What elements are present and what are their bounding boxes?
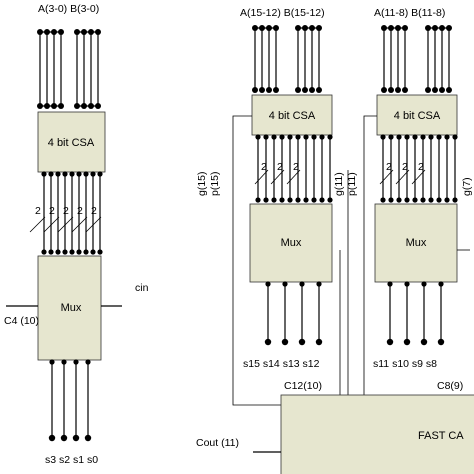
slice3-bus-width-labels: 2 2 2	[261, 161, 299, 173]
slice3-width-1: 2	[277, 161, 283, 173]
slice3-output-bus	[264, 281, 323, 346]
slice2-bus-width-labels: 2 2 2	[386, 161, 424, 173]
slice0-width-3: 2	[77, 205, 83, 217]
slice3-mux-label: Mux	[281, 237, 302, 249]
slice3-g-label: g(15)	[196, 171, 208, 196]
slice0-input-bus	[37, 29, 101, 109]
slice0-width-2: 2	[63, 205, 69, 217]
slice0-mux-block	[37, 255, 102, 361]
slice2-p-label: p(11)	[346, 172, 358, 196]
slice3-mux-block	[249, 203, 333, 283]
slice2-width-2: 2	[418, 161, 424, 173]
slice2-carry-label: C8(9)	[437, 380, 463, 392]
slice0-outputs-label: s3 s2 s1 s0	[45, 454, 98, 466]
slice2-csa-mux-bus	[379, 134, 458, 203]
slice0-cin-label: cin	[135, 282, 149, 294]
slice3-carry-label: C12(10)	[284, 380, 322, 392]
slice0-width-1: 2	[49, 205, 55, 217]
slice3-inputs-label: A(15-12) B(15-12)	[240, 7, 325, 19]
slice-2: A(11-8) B(11-8) 4 bit CSA	[333, 7, 470, 395]
slice2-carry-select-wire	[363, 115, 377, 395]
slice3-outputs-label: s15 s14 s13 s12	[243, 358, 320, 370]
fast-carry-adder: FAST CA Cout (11)	[196, 394, 474, 474]
slice1-g-label: g(7)	[461, 177, 473, 196]
slice2-mux-label: Mux	[406, 237, 427, 249]
slice2-csa-label: 4 bit CSA	[394, 110, 441, 122]
slice0-carry-in-label: C4 (10)	[4, 315, 39, 327]
slice2-outputs-label: s11 s10 s9 s8	[373, 358, 437, 370]
slice3-input-bus	[252, 25, 322, 93]
slice3-csa-block	[251, 94, 333, 136]
slice2-output-bus	[386, 281, 445, 346]
slice0-mux-label: Mux	[61, 302, 82, 314]
slice3-carry-select-wire	[232, 115, 281, 406]
slice3-width-2: 2	[293, 161, 299, 173]
slice0-csa-label: 4 bit CSA	[48, 137, 95, 149]
slice0-csa-block	[37, 111, 106, 173]
slice0-width-4: 2	[91, 205, 97, 217]
slice2-g-label: g(11)	[333, 172, 345, 196]
slice0-bus-width-labels: 2 2 2 2 2	[35, 205, 97, 217]
slice0-inputs-label: A(3-0) B(3-0)	[38, 3, 99, 15]
slice2-input-bus	[381, 25, 452, 93]
slice2-width-0: 2	[386, 161, 392, 173]
slice0-csa-mux-bus	[29, 171, 103, 255]
slice0-output-bus	[48, 359, 92, 442]
slice3-width-0: 2	[261, 161, 267, 173]
slice-0: A(3-0) B(3-0) 4 bit CSA	[4, 3, 149, 466]
slice3-p-label: p(15)	[209, 171, 221, 196]
fast-ca-label: FAST CA	[418, 430, 464, 442]
cout-label: Cout (11)	[196, 437, 239, 449]
slice3-csa-label: 4 bit CSA	[269, 110, 316, 122]
slice-1-partial: g(7)	[461, 177, 473, 196]
slice2-width-1: 2	[402, 161, 408, 173]
slice3-csa-mux-bus	[254, 134, 333, 203]
fast-ca-block	[280, 394, 474, 474]
slice0-width-0: 2	[35, 205, 41, 217]
slice2-mux-block	[374, 203, 458, 283]
slice2-inputs-label: A(11-8) B(11-8)	[374, 7, 445, 19]
slice2-csa-block	[376, 94, 458, 136]
slice-3: A(15-12) B(15-12) 4 bit CSA	[196, 7, 349, 406]
